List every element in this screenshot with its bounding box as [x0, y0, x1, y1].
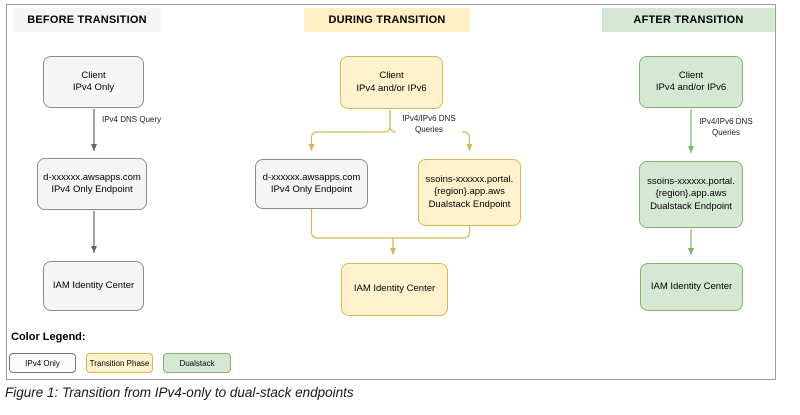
legend-item-transition-phase: Transition Phase	[86, 353, 153, 373]
after-iam-identity-center-node: IAM Identity Center	[640, 263, 743, 311]
legend-item-ipv4-only: IPv4 Only	[9, 353, 76, 373]
before-ipv4-endpoint-node: d-xxxxxx.awsapps.com IPv4 Only Endpoint	[37, 158, 147, 210]
after-client-node: Client IPv4 and/or IPv6	[639, 56, 743, 108]
before-client-node: Client IPv4 Only	[43, 56, 144, 108]
diagram-frame: BEFORE TRANSITION DURING TRANSITION AFTE…	[6, 4, 776, 380]
during-ipv4-endpoint-node: d-xxxxxx.awsapps.com IPv4 Only Endpoint	[255, 159, 368, 209]
before-transition-header: BEFORE TRANSITION	[13, 8, 161, 32]
edge-during-dualstack-endpoint-merge	[393, 226, 471, 239]
color-legend-title: Color Legend:	[11, 331, 86, 343]
after-dns-queries-label: IPv4/IPv6 DNS Queries	[694, 117, 758, 139]
after-transition-header: AFTER TRANSITION	[602, 8, 775, 32]
during-dualstack-endpoint-node: ssoins-xxxxxx.portal. {region}.app.aws D…	[418, 159, 521, 226]
before-dns-query-label: IPv4 DNS Query	[101, 115, 163, 126]
during-transition-header: DURING TRANSITION	[304, 8, 470, 32]
figure-caption: Figure 1: Transition from IPv4-only to d…	[5, 385, 354, 400]
arrow-during-client-to-ipv4-endpoint	[308, 110, 391, 151]
before-iam-identity-center-node: IAM Identity Center	[43, 261, 144, 311]
legend-item-dualstack: Dualstack	[163, 353, 231, 373]
after-dualstack-endpoint-node: ssoins-xxxxxx.portal. {region}.app.aws D…	[639, 161, 743, 228]
during-client-node: Client IPv4 and/or IPv6	[340, 56, 443, 109]
edge-during-ipv4-endpoint-merge	[310, 209, 393, 239]
during-dns-queries-label: IPv4/IPv6 DNS Queries	[396, 114, 462, 136]
during-iam-identity-center-node: IAM Identity Center	[341, 263, 448, 316]
